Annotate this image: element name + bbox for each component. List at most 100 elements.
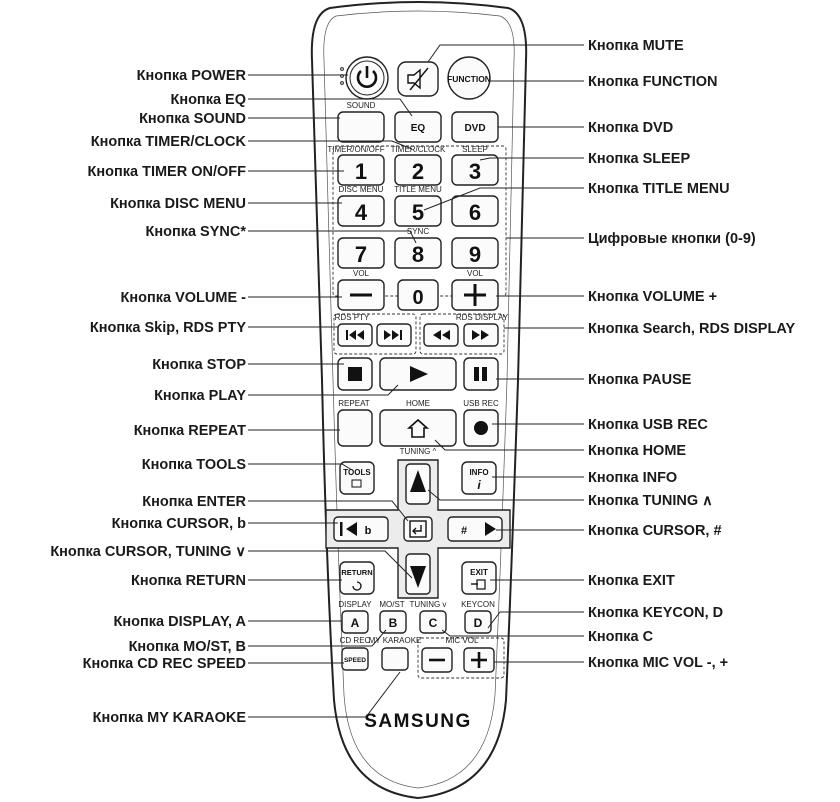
svg-text:SYNC: SYNC <box>407 227 429 236</box>
arrow-right-icon <box>485 522 496 536</box>
cursor-right-key[interactable]: # <box>447 516 503 542</box>
repeat-key[interactable] <box>337 409 373 447</box>
left-callouts: Кнопка POWER Кнопка EQ Кнопка SOUND Кноп… <box>50 68 246 726</box>
stop-key[interactable] <box>337 357 373 391</box>
callout-sync: Кнопка SYNC* <box>145 224 246 240</box>
function-key[interactable]: FUNCTION <box>447 56 491 100</box>
svg-text:REPEAT: REPEAT <box>338 399 370 408</box>
svg-text:RETURN: RETURN <box>341 568 372 577</box>
volume-down-key[interactable] <box>337 279 385 311</box>
search-back-key[interactable] <box>423 323 459 347</box>
svg-text:EXIT: EXIT <box>470 568 488 577</box>
callout-my-karaoke: Кнопка MY KARAOKE <box>93 710 247 726</box>
callout-info: Кнопка INFO <box>588 470 677 486</box>
svg-text:8: 8 <box>412 242 424 267</box>
callout-sound: Кнопка SOUND <box>139 111 246 127</box>
b-key[interactable]: B <box>379 610 407 634</box>
svg-text:C: C <box>429 616 438 630</box>
callout-tuning-up: Кнопка TUNING ∧ <box>588 493 713 509</box>
skip-forward-key[interactable] <box>376 323 412 347</box>
callout-cursor-hash: Кнопка CURSOR, # <box>588 523 722 539</box>
callout-return: Кнопка RETURN <box>131 573 246 589</box>
svg-text:CD REC: CD REC <box>340 636 371 645</box>
power-icon <box>356 66 378 88</box>
digit-key-4[interactable]: 4 <box>337 195 385 227</box>
home-key[interactable] <box>379 409 457 447</box>
callout-search: Кнопка Search, RDS DISPLAY <box>588 321 795 337</box>
svg-text:EQ: EQ <box>411 123 426 134</box>
return-key[interactable]: RETURN <box>339 561 375 595</box>
play-key[interactable] <box>379 357 457 391</box>
exit-key[interactable]: EXIT <box>461 561 497 595</box>
d-key[interactable]: D <box>464 610 492 634</box>
enter-key[interactable] <box>403 516 433 542</box>
c-key[interactable]: C <box>419 610 447 634</box>
mic-vol-down-key[interactable] <box>421 647 453 673</box>
mic-vol-up-key[interactable] <box>463 647 495 673</box>
callout-cd-rec-speed: Кнопка CD REC SPEED <box>83 656 246 672</box>
callout-stop: Кнопка STOP <box>152 357 246 373</box>
enter-icon <box>409 520 427 538</box>
pause-key[interactable] <box>463 357 499 391</box>
info-key[interactable]: INFO i <box>461 461 497 495</box>
callout-volume-down: Кнопка VOLUME - <box>121 290 247 306</box>
svg-text:6: 6 <box>469 200 481 225</box>
svg-text:9: 9 <box>469 242 481 267</box>
skip-back-key[interactable] <box>337 323 373 347</box>
sound-key[interactable] <box>337 111 385 143</box>
usb-rec-key[interactable] <box>463 409 499 447</box>
digit-key-2[interactable]: 2 <box>394 154 442 186</box>
callout-c: Кнопка C <box>588 629 654 645</box>
callout-keycon-d: Кнопка KEYCON, D <box>588 605 723 621</box>
callout-cursor-tuning-down: Кнопка CURSOR, TUNING ∨ <box>50 544 246 560</box>
svg-text:VOL: VOL <box>353 269 370 278</box>
my-karaoke-key[interactable] <box>381 647 409 671</box>
svg-text:TIMER/CLOCK: TIMER/CLOCK <box>391 145 446 154</box>
digit-key-7[interactable]: 7 <box>337 237 385 269</box>
svg-text:B: B <box>389 616 398 630</box>
svg-text:HOME: HOME <box>406 399 430 408</box>
digit-key-1[interactable]: 1 <box>337 154 385 186</box>
svg-text:i: i <box>477 478 481 492</box>
digit-key-8[interactable]: 8 <box>394 237 442 269</box>
digit-key-6[interactable]: 6 <box>451 195 499 227</box>
tuning-up-key[interactable] <box>405 463 431 505</box>
mute-key[interactable] <box>397 61 439 97</box>
callout-mo-st-b: Кнопка MO/ST, B <box>129 639 246 655</box>
callout-disc-menu: Кнопка DISC MENU <box>110 196 246 212</box>
tuning-down-key[interactable] <box>405 553 431 595</box>
a-key[interactable]: A <box>341 610 369 634</box>
search-forward-key[interactable] <box>463 323 499 347</box>
svg-text:4: 4 <box>355 200 368 225</box>
cursor-left-key[interactable]: b <box>333 516 389 542</box>
svg-text:MIC VOL: MIC VOL <box>446 636 479 645</box>
svg-text:5: 5 <box>412 200 424 225</box>
dvd-key[interactable]: DVD <box>451 111 499 143</box>
eq-key[interactable]: EQ <box>394 111 442 143</box>
callout-pause: Кнопка PAUSE <box>588 372 692 388</box>
left-leader-lines <box>248 74 417 718</box>
callout-cursor-b: Кнопка CURSOR, b <box>112 516 246 532</box>
record-icon <box>474 421 488 435</box>
callout-digit-keys: Цифровые кнопки (0-9) <box>588 231 756 247</box>
volume-up-key[interactable] <box>451 279 499 311</box>
svg-text:D: D <box>474 616 483 630</box>
rewind-icon <box>433 330 450 340</box>
pause-icon <box>474 367 487 381</box>
digit-key-9[interactable]: 9 <box>451 237 499 269</box>
arrow-left-icon <box>346 522 357 536</box>
digit-key-3[interactable]: 3 <box>451 154 499 186</box>
svg-text:1: 1 <box>355 159 367 184</box>
digit-key-5[interactable]: 5 <box>394 195 442 227</box>
svg-text:DISPLAY: DISPLAY <box>338 600 372 609</box>
svg-text:SPEED: SPEED <box>344 657 366 664</box>
mute-icon <box>407 67 429 91</box>
power-key[interactable] <box>345 56 389 100</box>
speed-key[interactable]: SPEED <box>341 647 369 671</box>
digit-key-0[interactable]: 0 <box>397 279 439 311</box>
callout-title-menu: Кнопка TITLE MENU <box>588 181 730 197</box>
svg-text:TUNING ^: TUNING ^ <box>400 447 437 456</box>
svg-text:RDS PTY: RDS PTY <box>335 313 370 322</box>
tools-key[interactable]: TOOLS <box>339 461 375 495</box>
